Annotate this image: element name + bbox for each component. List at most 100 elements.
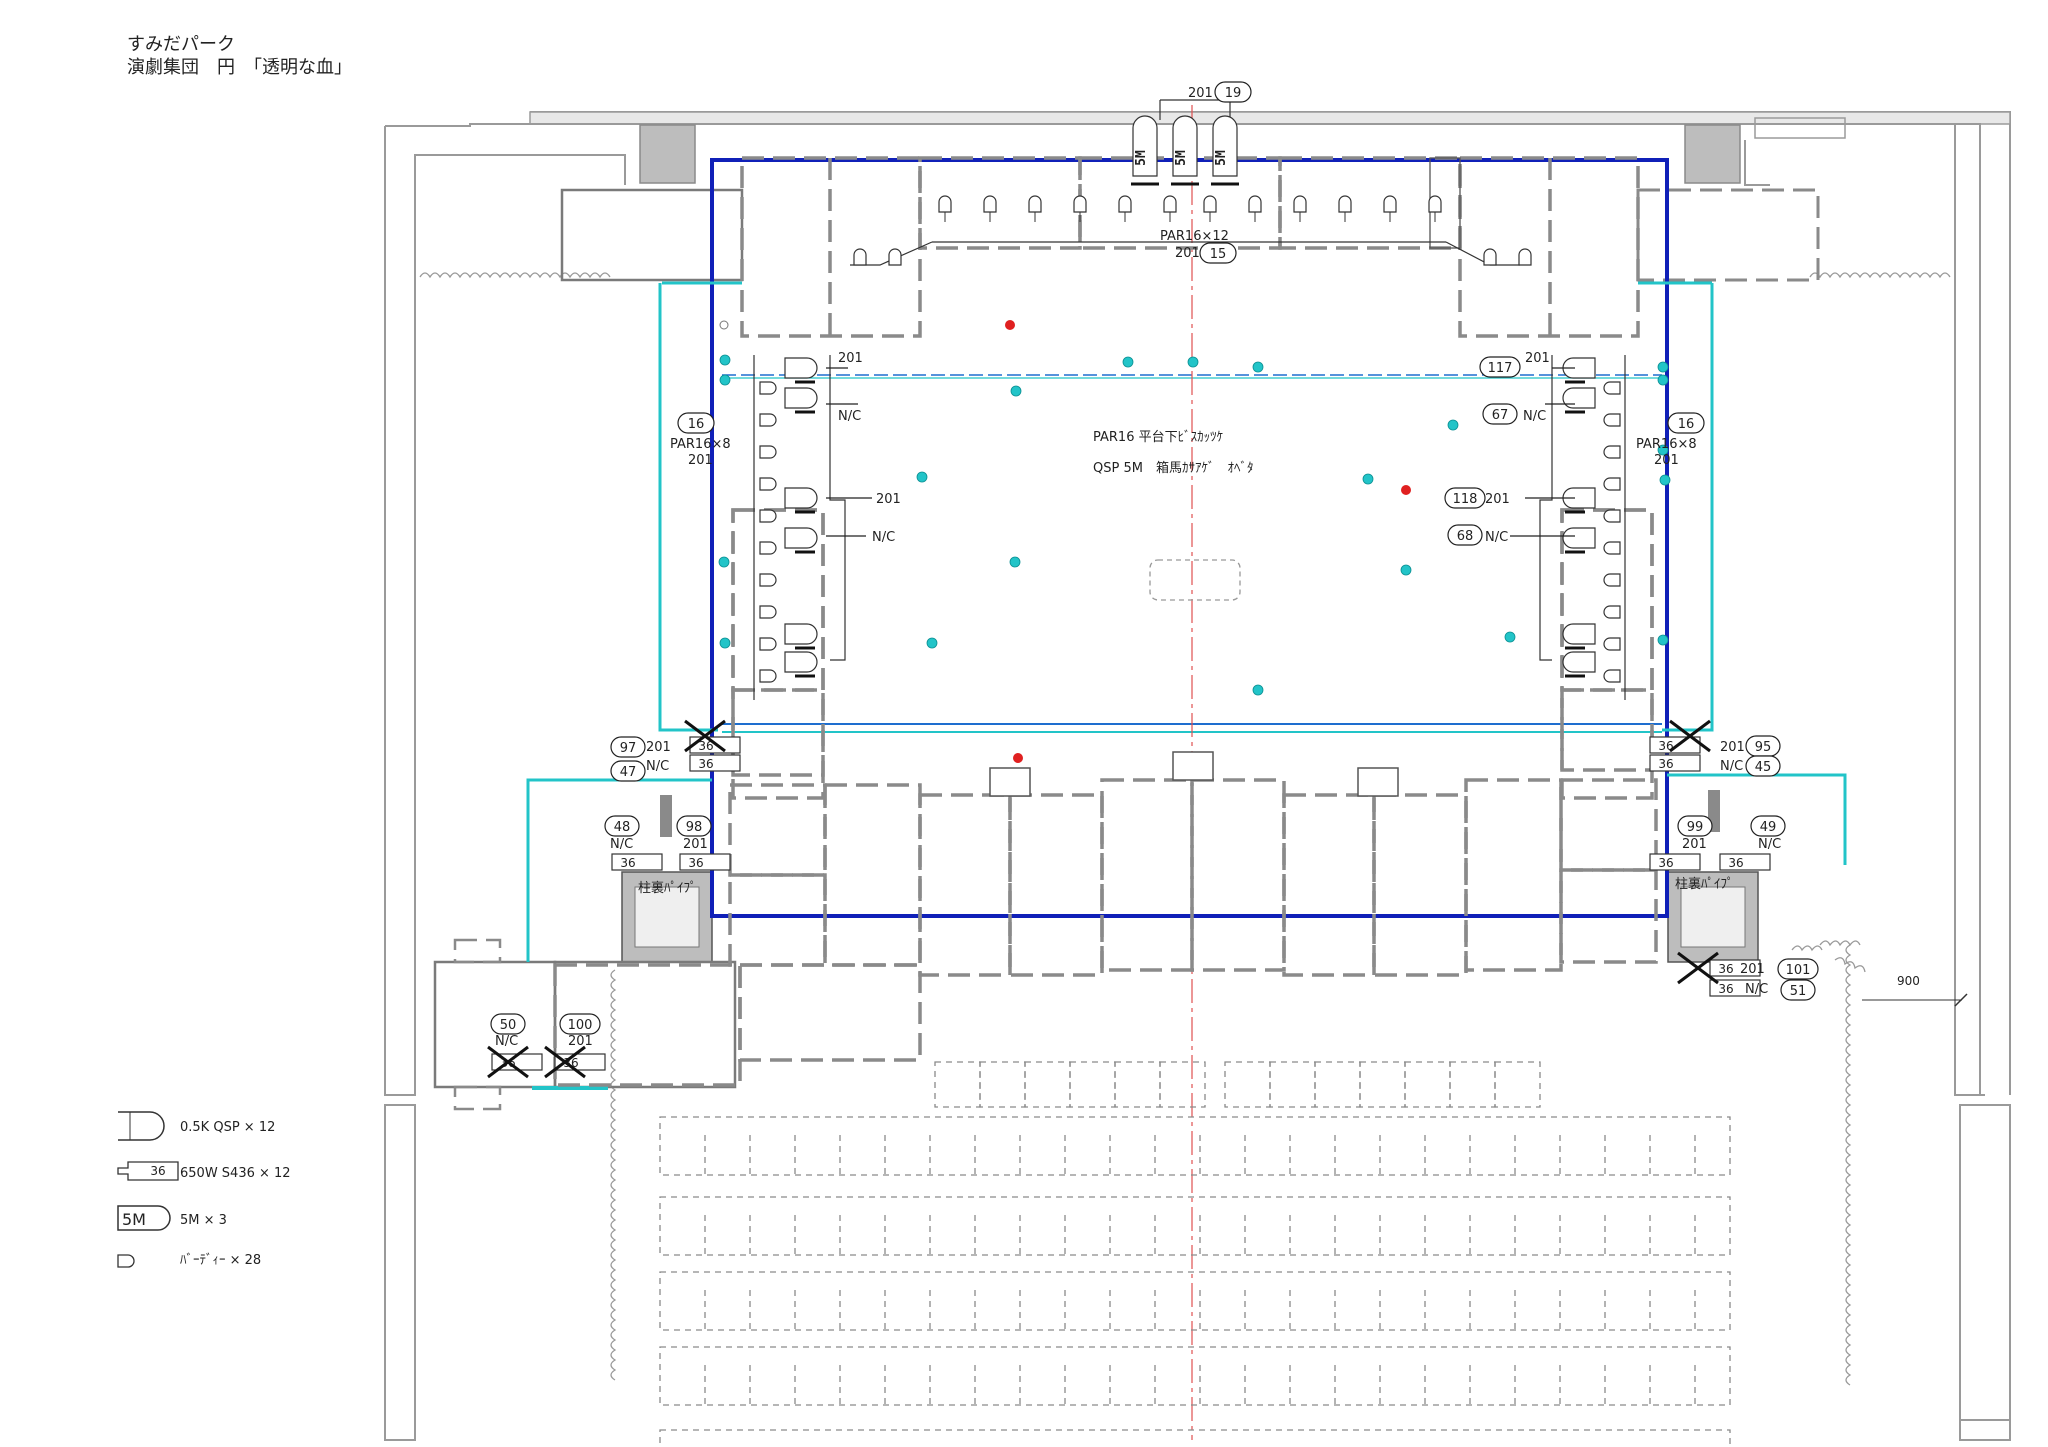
5m-unit-label: 5M (1214, 150, 1229, 166)
channel-bubble: 48 (614, 820, 631, 835)
stage-marker (1447, 419, 1459, 431)
fixture-annotation: 201 (1525, 351, 1550, 366)
channel-bubble: 117 (1488, 361, 1513, 376)
stage-note-line2: QSP 5M 箱馬ｶｻｱｹﾞ ｵﾍﾞﾀ (1093, 460, 1253, 476)
fixture-annotation: N/C (1720, 759, 1743, 774)
birdie-lamp (1383, 195, 1397, 213)
upstage-labels: 201 19 PAR16×12 201 15 (1160, 81, 1252, 264)
stage-marker (926, 637, 938, 649)
birdie-lamp (1603, 605, 1621, 619)
birdie-lamp (759, 445, 777, 459)
birdie-lamp (759, 477, 777, 491)
building-walls (384, 111, 2011, 1441)
channel-bubble: 95 (1755, 740, 1772, 755)
birdie-lamp (1483, 248, 1497, 266)
stage-marker (719, 354, 731, 366)
riser-platforms (553, 156, 1658, 1087)
stage-notes: PAR16 平台下ﾋﾞｽｶｯﾂｹ QSP 5M 箱馬ｶｻｱｹﾞ ｵﾍﾞﾀ (1093, 430, 1253, 476)
s436-badge: 36 (1658, 757, 1673, 771)
channel-bubble: 118 (1453, 492, 1478, 507)
birdie-lamp (759, 637, 777, 651)
side-right-channel: 16 (1678, 417, 1695, 432)
s436-lamp (1719, 853, 1771, 871)
qsp-lamp (1562, 487, 1596, 509)
stage-marker (1400, 564, 1412, 576)
stage-marker (1252, 361, 1264, 373)
venue-title: すみだパーク (127, 34, 235, 55)
qsp-lamp (784, 387, 818, 409)
5m-unit-label: 5M (1134, 150, 1149, 166)
s436-lamp (1709, 979, 1761, 997)
side-left-par: PAR16×8 (670, 437, 731, 452)
s436-badge: 36 (620, 856, 635, 870)
qsp-lamp (784, 487, 818, 509)
fixture-annotation: 201 (876, 492, 901, 507)
birdie-lamp (853, 248, 867, 266)
birdie-lamp (888, 248, 902, 266)
channel-bubble: 51 (1790, 984, 1807, 999)
birdie-lamp (759, 413, 777, 427)
birdie-lamp (1248, 195, 1262, 213)
fixture-annotation: 201 (683, 837, 708, 852)
5m-unit-label: 5M (1174, 150, 1189, 166)
birdie-lamp (1603, 509, 1621, 523)
channel-bubble: 97 (620, 741, 637, 756)
svg-text:36: 36 (150, 1164, 165, 1178)
legend-item-birdie: ﾊﾞｰﾃﾞｨｰ × 28 (117, 1253, 261, 1268)
s436-lamp (611, 853, 663, 871)
qsp-lamp-icon (118, 1111, 165, 1141)
birdie-lamp (1603, 445, 1621, 459)
s436-lamp (554, 1053, 606, 1071)
channel-bubble: 101 (1786, 963, 1811, 978)
stage-marker (1187, 356, 1199, 368)
birdie-lamp (759, 509, 777, 523)
pillar-label-right: 柱裏ﾊﾟｲﾌﾟ (1675, 877, 1734, 892)
svg-text:5M × 3: 5M × 3 (180, 1213, 227, 1228)
birdie-lamp (1603, 477, 1621, 491)
svg-text:ﾊﾞｰﾃﾞｨｰ × 28: ﾊﾞｰﾃﾞｨｰ × 28 (180, 1253, 261, 1268)
birdie-lamp (1603, 637, 1621, 651)
qsp-lamps (784, 357, 1596, 678)
stage-marker (1122, 356, 1134, 368)
side-right-labels: 16 PAR16×8 201 (1636, 412, 1705, 468)
birdie-lamp (759, 381, 777, 395)
dimension: 900 (1862, 974, 1968, 1007)
stage-marker (719, 637, 731, 649)
qsp-lamp (1562, 387, 1596, 409)
stage-marker (719, 374, 731, 386)
birdie-lamp (1203, 195, 1217, 213)
channel-bubble: 47 (620, 765, 637, 780)
stage-note-line1: PAR16 平台下ﾋﾞｽｶｯﾂｹ (1093, 430, 1223, 445)
birdie-lamps (759, 195, 1621, 683)
legend-item-qsp: 0.5K QSP × 12 (118, 1111, 275, 1141)
qsp-lamp (1562, 357, 1596, 379)
fixture-annotation: N/C (872, 530, 895, 545)
channel-bubble: 45 (1755, 760, 1772, 775)
stage-marker (1010, 385, 1022, 397)
side-right-par: PAR16×8 (1636, 437, 1697, 452)
fixture-annotation: 201 (1485, 492, 1510, 507)
s436-badge: 36 (1718, 982, 1733, 996)
birdie-lamp (1028, 195, 1042, 213)
svg-text:0.5K QSP × 12: 0.5K QSP × 12 (180, 1120, 275, 1135)
stage-markers (718, 320, 1671, 763)
qsp-lamp (1562, 623, 1596, 645)
birdie-lamp (759, 669, 777, 683)
birdie-lamp (1603, 413, 1621, 427)
production-title: 演劇集団 円 「透明な血」 (127, 57, 352, 78)
s436-lamp (689, 754, 741, 772)
birdie-lamp (1603, 541, 1621, 555)
fixture-annotation: N/C (646, 759, 669, 774)
birdie-lamp (759, 541, 777, 555)
s436-badge: 36 (1728, 856, 1743, 870)
5m-unit-group: 5M 5M 5M (1131, 115, 1239, 186)
stage-marker (718, 556, 730, 568)
birdie-lamp-icon (117, 1254, 135, 1268)
stage-marker-red (1005, 320, 1015, 330)
stage-marker-red (1401, 485, 1411, 495)
stage-marker-red (1013, 753, 1023, 763)
upstage-par-label: PAR16×12 (1160, 229, 1229, 244)
birdie-lamp (1603, 573, 1621, 587)
